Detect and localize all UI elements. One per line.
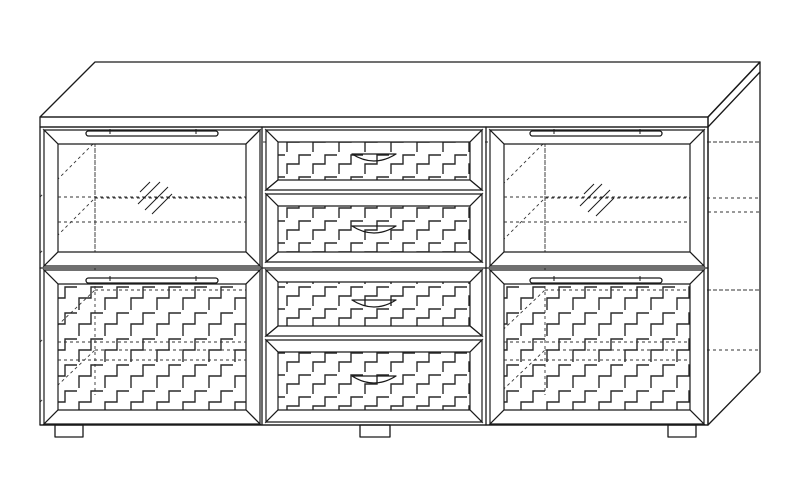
drawer-4-handle	[351, 375, 397, 384]
cabinet-foot-right	[667, 424, 697, 438]
right-patterned-door-handle	[529, 277, 663, 284]
cabinet-foot-left	[54, 424, 84, 438]
center-column	[261, 126, 487, 426]
glass-reflection-icon	[137, 181, 173, 215]
cabinet-side-panel	[707, 61, 761, 426]
drawer-3-handle	[351, 299, 397, 308]
right-glass-door	[488, 128, 706, 268]
right-patterned-door	[488, 268, 706, 426]
glass-reflection-icon	[579, 183, 615, 217]
left-glass-door	[42, 128, 262, 268]
right-glass-door-handle	[529, 130, 663, 137]
left-column	[42, 128, 262, 426]
left-patterned-door	[42, 268, 262, 426]
drawer-4	[264, 338, 484, 424]
drawer-2-handle	[351, 225, 397, 234]
right-column	[488, 128, 706, 426]
cabinet-base	[39, 424, 709, 438]
left-patterned-door-handle	[85, 277, 219, 284]
drawer-2	[264, 192, 484, 264]
left-glass-door-handle	[85, 130, 219, 137]
cabinet-top	[39, 61, 761, 128]
cabinet-foot-center	[359, 424, 391, 438]
drawer-1-handle	[351, 153, 397, 162]
drawer-3	[264, 268, 484, 338]
drawer-1	[264, 128, 484, 192]
